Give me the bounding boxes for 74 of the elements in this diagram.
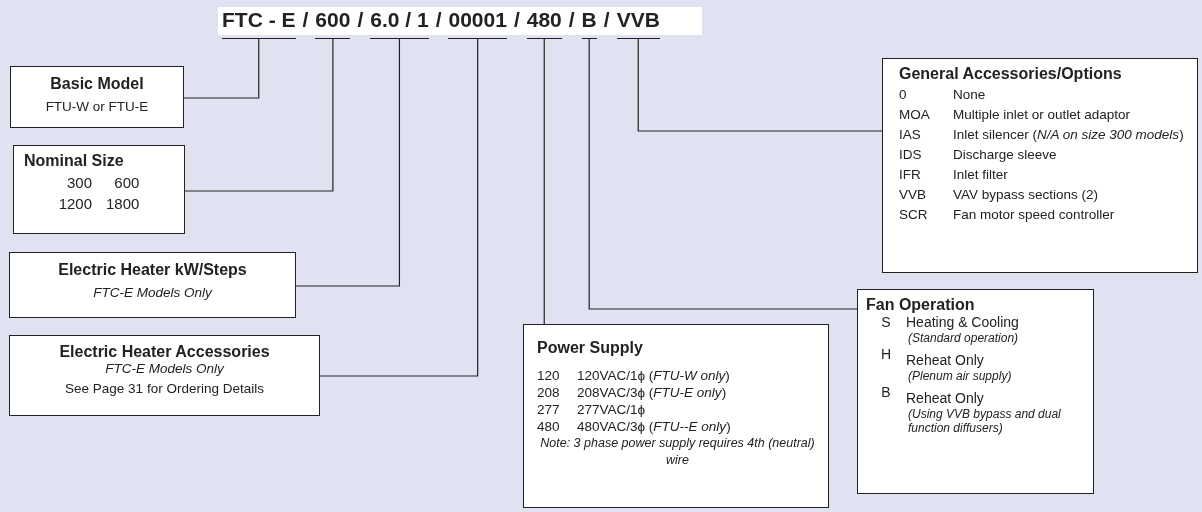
option-description: 120VAC/1ϕ (FTU-W only) xyxy=(577,367,731,384)
option-note: (Plenum air supply) xyxy=(907,369,1013,383)
box-heading: General Accessories/Options xyxy=(899,65,1123,83)
separator-text: / xyxy=(302,8,309,32)
box-heading: Nominal Size xyxy=(24,152,125,170)
option-description: Fan motor speed controller xyxy=(953,207,1116,222)
option-code: 277 xyxy=(537,401,561,418)
connector-line xyxy=(637,38,883,132)
option-code: S xyxy=(880,314,892,332)
option-code: SCR xyxy=(899,207,929,222)
option-description: 600 xyxy=(114,174,140,191)
option-description: Heating & Cooling xyxy=(906,314,1020,330)
option-description: Reheat Only xyxy=(906,352,985,368)
category-box xyxy=(9,252,296,318)
option-note: (Using VVB bypass and dual function diffusers) xyxy=(907,407,1062,435)
option-description: Reheat Only xyxy=(906,390,985,406)
option-code: H xyxy=(879,346,893,364)
option-note: (Standard operation) xyxy=(907,331,1020,345)
connector-line xyxy=(588,38,858,310)
connector-line xyxy=(184,38,334,192)
connector-line xyxy=(183,38,260,99)
option-code: MOA xyxy=(899,107,931,122)
option-description: Multiple inlet or outlet adaptor xyxy=(953,107,1132,122)
box-heading: Basic Model xyxy=(49,75,145,93)
box-heading: Electric Heater kW/Steps xyxy=(57,261,248,279)
option-description: Discharge sleeve xyxy=(953,147,1058,162)
category-box xyxy=(882,58,1198,273)
separator-text: / xyxy=(513,8,520,32)
description-text: FTU-W or FTU-E xyxy=(44,99,150,114)
option-description: VAV bypass sections (2) xyxy=(953,187,1100,202)
code-segment: FTC - E xyxy=(222,8,296,39)
separator-text: / xyxy=(435,8,442,32)
code-segment: 600 xyxy=(315,8,351,39)
option-description: 208VAC/3ϕ (FTU-E only) xyxy=(577,384,728,401)
option-code: 208 xyxy=(537,384,561,401)
option-description: 1800 xyxy=(106,195,140,212)
category-box xyxy=(857,289,1094,494)
option-code: B xyxy=(880,384,892,402)
option-code: IFR xyxy=(899,167,922,182)
code-segment: 00001 xyxy=(448,8,507,39)
separator-text: / xyxy=(603,8,610,32)
option-code: 1200 xyxy=(58,195,92,212)
option-description: Inlet filter xyxy=(953,167,1009,182)
box-heading: Power Supply xyxy=(537,339,644,357)
category-box xyxy=(10,66,184,128)
connector-line xyxy=(543,38,545,325)
option-description: 277VAC/1ϕ xyxy=(577,401,647,418)
category-box xyxy=(523,324,829,508)
option-code: 120 xyxy=(537,367,561,384)
category-box xyxy=(13,145,185,234)
code-segment: VVB xyxy=(616,8,660,39)
code-segment: 6.0 / 1 xyxy=(370,8,429,39)
option-code: 480 xyxy=(537,418,561,435)
code-segment: B xyxy=(581,8,597,39)
separator-text: / xyxy=(357,8,364,32)
option-code: 0 xyxy=(899,87,908,102)
option-code: IAS xyxy=(899,127,922,142)
description-text: See Page 31 for Ordering Details xyxy=(64,381,265,396)
separator-text: / xyxy=(568,8,575,32)
note-text: Note: 3 phase power supply requires 4th (neutral) wire xyxy=(539,435,816,469)
code-segment: 480 xyxy=(526,8,562,39)
connector-line xyxy=(295,38,401,287)
note-text: FTC-E Models Only xyxy=(92,285,213,300)
option-description: None xyxy=(953,87,987,102)
connector-line xyxy=(319,38,479,377)
box-heading: Electric Heater Accessories xyxy=(58,343,271,361)
box-heading: Fan Operation xyxy=(866,296,976,314)
option-description: 480VAC/3ϕ (FTU--E only) xyxy=(577,418,732,435)
option-code: 300 xyxy=(66,174,92,191)
category-box xyxy=(9,335,320,416)
option-code: VVB xyxy=(899,187,927,202)
option-code: IDS xyxy=(899,147,923,162)
note-text: FTC-E Models Only xyxy=(104,361,225,376)
option-description: Inlet silencer (N/A on size 300 models) xyxy=(953,127,1185,142)
